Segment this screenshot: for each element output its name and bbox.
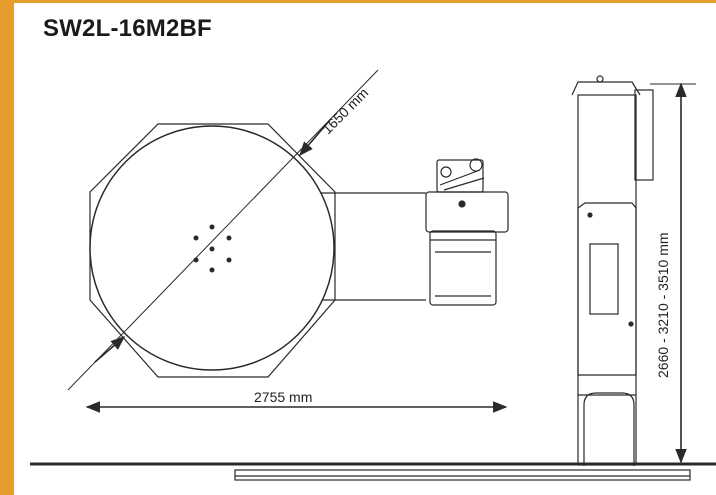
top-view <box>89 123 509 378</box>
orange-frame-top <box>0 0 716 3</box>
side-lower-panel <box>583 392 635 466</box>
octagonal-base <box>89 123 336 378</box>
side-carriage <box>577 202 637 376</box>
control-panel <box>429 230 497 306</box>
height-dimension: 2660 - 3210 - 3510 mm <box>650 82 696 464</box>
side-base-platform <box>234 469 691 481</box>
film-carriage <box>436 159 484 193</box>
side-view <box>234 75 691 481</box>
film-roll-icon <box>440 166 452 178</box>
diameter-label: 1650 mm <box>319 85 372 138</box>
orange-frame-left <box>0 0 14 495</box>
height-label: 2660 - 3210 - 3510 mm <box>655 232 671 378</box>
mast-head-block <box>425 191 509 233</box>
diameter-arrow-bottom <box>94 336 126 363</box>
diameter-arrow-top <box>299 119 331 157</box>
length-dimension: 2755 mm <box>85 389 508 413</box>
top-motor-box <box>634 89 654 181</box>
length-label: 2755 mm <box>254 389 312 405</box>
mast-column <box>577 94 637 466</box>
page-title: SW2L-16M2BF <box>43 15 212 42</box>
side-carriage-window <box>589 243 619 315</box>
